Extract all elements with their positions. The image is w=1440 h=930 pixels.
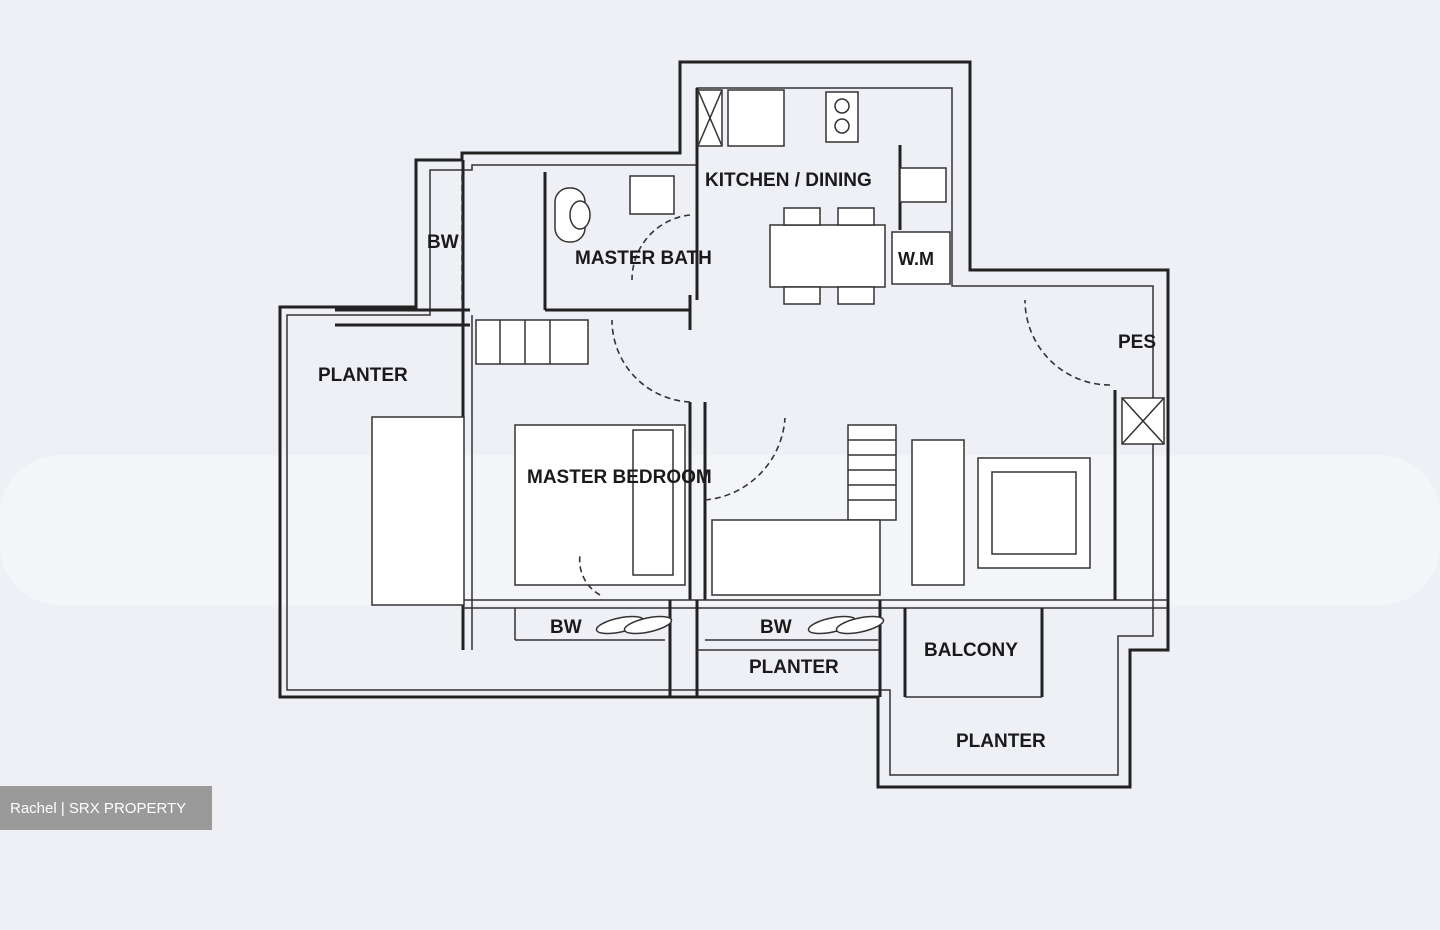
balcony-label: BALCONY bbox=[924, 640, 1018, 661]
bw-top-label: BW bbox=[427, 232, 459, 253]
left-balcony-box bbox=[371, 416, 465, 606]
planter-bottom-label: PLANTER bbox=[749, 657, 839, 678]
dining-table bbox=[769, 207, 886, 305]
bw-study-label: BW bbox=[760, 617, 792, 638]
pes-box bbox=[1121, 397, 1165, 445]
study-bed bbox=[711, 519, 881, 596]
bath-fixtures bbox=[554, 175, 675, 243]
wardrobes bbox=[475, 319, 897, 521]
master-bed bbox=[514, 424, 686, 586]
kitchen-dining-label: KITCHEN / DINING bbox=[705, 170, 872, 191]
wm-label: W.M bbox=[898, 249, 934, 269]
kitchen-fixtures bbox=[697, 89, 951, 285]
planter-right-label: PLANTER bbox=[956, 731, 1046, 752]
planter-left-label: PLANTER bbox=[318, 365, 408, 386]
master-bedroom-label: MASTER BEDROOM bbox=[527, 467, 712, 488]
living-furniture bbox=[911, 439, 1091, 586]
pes-label: PES bbox=[1118, 332, 1156, 353]
master-bath-label: MASTER BATH bbox=[575, 248, 712, 269]
door-swings bbox=[578, 214, 1111, 596]
window-sills bbox=[595, 615, 885, 635]
photo-credit: Rachel | SRX PROPERTY bbox=[0, 786, 212, 830]
bw-bedroom-label: BW bbox=[550, 617, 582, 638]
master-bath-label-text: MASTER BATH bbox=[575, 248, 712, 269]
outer-walls bbox=[278, 60, 1170, 789]
